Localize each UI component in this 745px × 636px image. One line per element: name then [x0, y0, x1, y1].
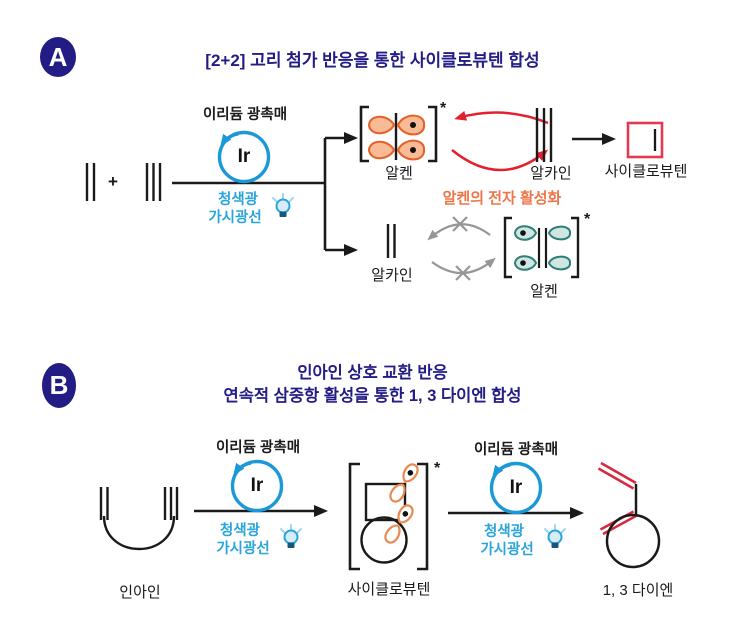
panel-b-title-line2: 연속적 삼중항 활성을 통한 1, 3 다이엔 합성	[223, 387, 522, 405]
cyclobutene-intermediate-label: 사이클로뷰텐	[347, 581, 431, 598]
iridium-catalyst-label: 이리듐 광촉매	[215, 440, 301, 456]
lower-alkyne-label: 알카인	[371, 267, 413, 284]
blue-light-label: 청색광	[219, 523, 261, 539]
p-orbital-lobes	[384, 463, 419, 544]
excited-state-mark: *	[434, 460, 441, 477]
alkyne-lower-structure	[386, 224, 396, 258]
excited-state-mark: *	[584, 211, 591, 228]
light-bulb-icon	[272, 193, 294, 217]
excited-alkene-teal-structure	[503, 216, 580, 279]
cyclobutene-structure	[626, 121, 664, 159]
diene-label: 1, 3 다이엔	[602, 582, 674, 599]
ir-symbol: Ir	[509, 477, 523, 498]
diene-product-structure	[597, 461, 661, 569]
alkyne-upper-structure	[535, 108, 553, 162]
ir-symbol: Ir	[237, 146, 251, 167]
plus-sign: +	[108, 172, 118, 191]
reaction-arrow-branch	[172, 132, 358, 256]
lower-alkene-label: 알켄	[530, 283, 558, 300]
blue-light-label: 청색광	[217, 192, 259, 208]
energy-transfer-cycle-arrows	[451, 110, 549, 172]
bracket-right	[417, 462, 429, 571]
excited-state-mark: *	[440, 100, 447, 117]
catalytic-cycle-icon	[217, 130, 271, 184]
light-bulb-icon	[280, 524, 302, 548]
blocked-cycle-arrows	[427, 216, 496, 281]
blue-light-label: 청색광	[483, 524, 525, 540]
cyclobutene-label: 사이클로뷰텐	[604, 163, 688, 180]
panel-b-badge: B	[42, 363, 76, 408]
electron-activation-caption: 알켄의 전자 활성화	[442, 190, 562, 207]
excited-cyclobutene-structure	[348, 462, 429, 571]
enyne-label: 인아인	[119, 584, 161, 601]
panel-b-title-line1: 인아인 상호 교환 반응	[297, 364, 448, 382]
alkene-reactant-structure	[85, 163, 96, 201]
alkyne-reactant-structure	[145, 163, 162, 201]
iridium-catalyst-label: 이리듐 광촉매	[202, 107, 288, 123]
catalytic-cycle-icon	[489, 461, 543, 515]
bracket-right	[571, 216, 580, 279]
x-mark	[452, 216, 471, 281]
visible-light-label: 가시광선	[216, 541, 270, 557]
panel-b-title: 인아인 상호 교환 반응 연속적 삼중항 활성을 통한 1, 3 다이엔 합성	[0, 362, 745, 408]
panel-a-title: [2+2] 고리 첨가 반응을 통한 사이클로뷰텐 합성	[205, 51, 540, 70]
excited-alkene-label: 알켄	[385, 165, 413, 182]
enyne-structure	[99, 487, 179, 551]
visible-light-label: 가시광선	[480, 542, 534, 558]
light-bulb-icon	[544, 524, 566, 548]
excited-alkene-structure	[359, 105, 438, 163]
bracket-left	[503, 216, 512, 279]
alkyne-label: 알카인	[530, 165, 572, 182]
iridium-catalyst-label: 이리듐 광촉매	[473, 442, 559, 458]
bracket-left	[359, 105, 369, 163]
visible-light-label: 가시광선	[208, 210, 262, 226]
bracket-left	[348, 462, 360, 571]
panel-a-badge: A	[40, 37, 76, 77]
catalytic-cycle-icon	[230, 459, 284, 513]
p-orbital-lobes	[513, 225, 571, 271]
bracket-right	[428, 105, 438, 163]
ir-symbol: Ir	[250, 475, 264, 496]
